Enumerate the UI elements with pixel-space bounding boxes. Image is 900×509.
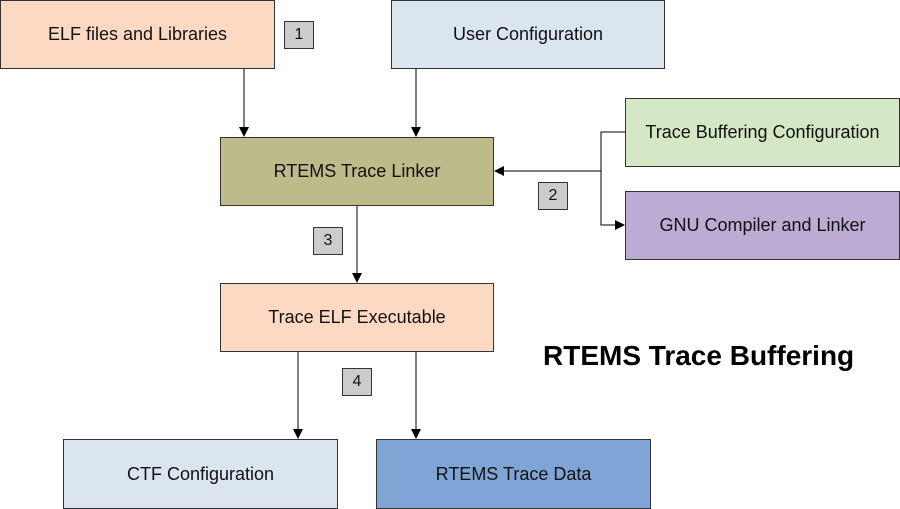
trace-data-box: RTEMS Trace Data: [376, 439, 651, 509]
step-badge-1: 1: [284, 21, 314, 49]
user-configuration-box: User Configuration: [391, 0, 665, 69]
connector-config-branch: [600, 131, 625, 171]
elf-files-box: ELF files and Libraries: [0, 0, 275, 69]
ctf-configuration-box: CTF Configuration: [63, 439, 338, 509]
trace-elf-executable-box: Trace ELF Executable: [220, 283, 494, 352]
gnu-compiler-linker-box: GNU Compiler and Linker: [625, 191, 900, 260]
trace-buffering-configuration-box: Trace Buffering Configuration: [625, 98, 900, 167]
arrow-config-to-gnu: [600, 171, 625, 230]
step-badge-3: 3: [313, 227, 343, 255]
trace-linker-box: RTEMS Trace Linker: [220, 137, 494, 206]
step-badge-4: 4: [342, 368, 372, 396]
diagram-title: RTEMS Trace Buffering: [543, 340, 855, 371]
step-badge-2: 2: [538, 182, 568, 210]
